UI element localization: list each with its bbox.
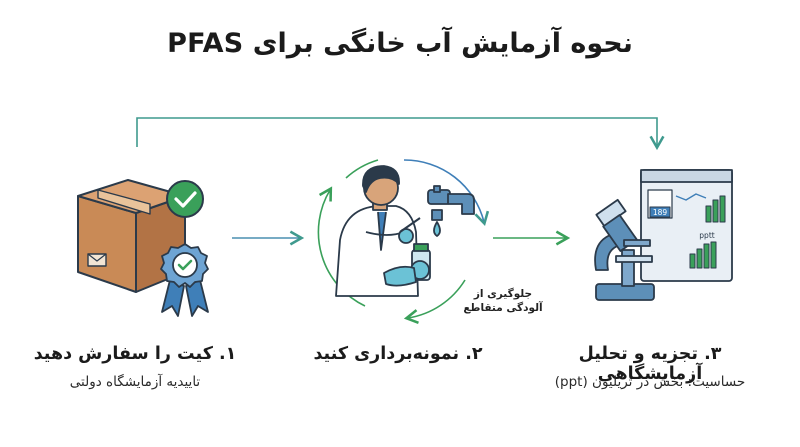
lab-screen-icon <box>640 169 733 282</box>
scientist-icon <box>335 165 431 297</box>
check-badge-icon <box>166 180 204 218</box>
water-tap-icon <box>427 185 475 237</box>
step-1-subtitle: تاییدیه آزمایشگاه دولتی <box>69 374 201 390</box>
step-2-note-line1: جلوگیری از <box>473 288 533 300</box>
step-2-title: ۲. نمونه‌برداری کنید <box>313 344 483 364</box>
top-connector-arrow <box>136 117 665 151</box>
step-2-note-line2: آلودگی متقاطع <box>463 302 543 314</box>
step-3-title: ۳. تجزیه و تحلیل آزمایشگاهی <box>578 344 722 384</box>
certified-ribbon-icon <box>160 243 209 317</box>
screen-badge-label: 189 <box>653 208 668 217</box>
step-1-title: ۱. کیت را سفارش دهید <box>33 344 237 364</box>
microscope-icon <box>594 198 655 301</box>
step-3-subtitle: حساسیت: بخش در تریلیون (ppt) <box>554 374 746 390</box>
page-title: نحوه آزمایش آب خانگی برای PFAS <box>167 28 633 59</box>
screen-unit-label: pptt <box>699 231 714 240</box>
step-2-note: جلوگیری از آلودگی متقاطع <box>458 287 548 315</box>
